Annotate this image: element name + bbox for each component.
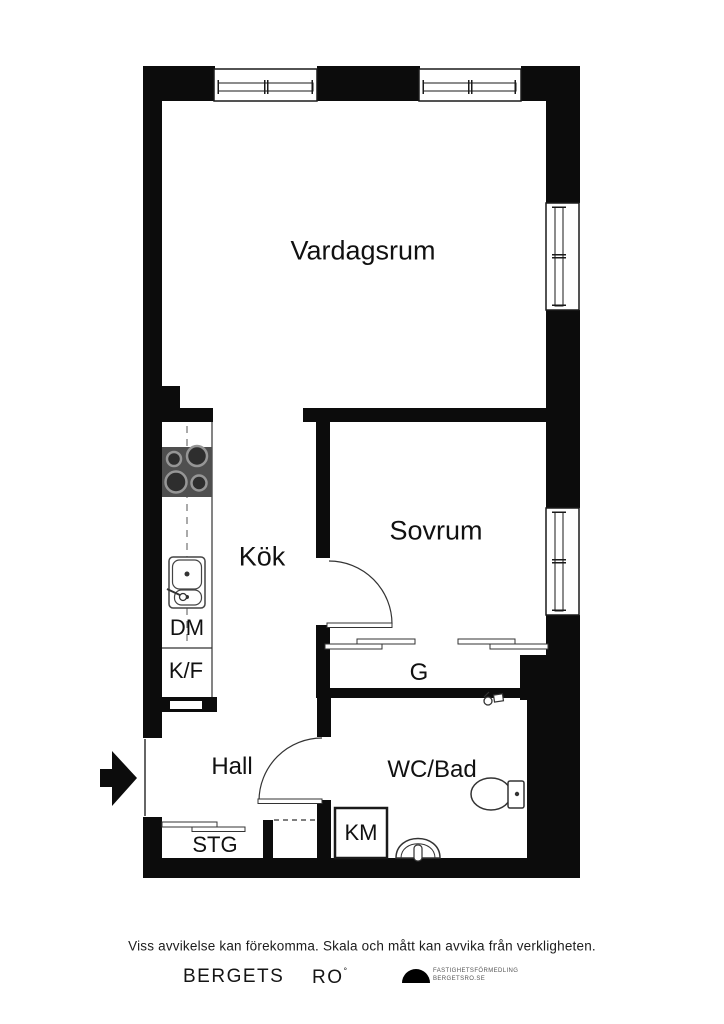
- wardrobe-door: [489, 643, 549, 650]
- label-dishwasher: DM: [169, 615, 205, 640]
- wall-segment: [521, 66, 580, 101]
- washing-machine-box: [333, 806, 389, 860]
- wardrobe-door: [324, 643, 383, 650]
- kitchen-counter: [162, 422, 213, 697]
- brand-logo-dome-icon: [402, 969, 430, 983]
- room-label-living-room: Vardagsrum: [290, 235, 436, 266]
- label-fridge-freezer: K/F: [168, 658, 204, 683]
- wall-segment: [317, 66, 420, 101]
- wall-segment: [143, 858, 580, 878]
- room-label-bathroom: WC/Bad: [387, 756, 477, 783]
- bedroom-door: [326, 560, 393, 628]
- wardrobe-doors: [161, 638, 549, 832]
- wall-segment: [316, 408, 330, 558]
- brand-word-bergets: BERGETS: [183, 966, 285, 987]
- window-bedroom-right: [545, 507, 580, 616]
- label-storage: STG: [192, 832, 238, 857]
- label-washing-machine: KM: [344, 820, 378, 845]
- wardrobe-door: [457, 638, 516, 645]
- wall-segment: [546, 310, 580, 508]
- agency-line-1: FASTIGHETSFÖRMEDLING: [433, 968, 519, 974]
- room-label-kitchen: Kök: [238, 541, 286, 572]
- window-top-left: [213, 68, 318, 102]
- toilet-icon: [470, 777, 525, 811]
- wall-segment: [546, 101, 580, 203]
- agency-text: FASTIGHETSFÖRMEDLING BERGETSRO.SE: [433, 967, 518, 983]
- brand-mark: °: [343, 966, 348, 976]
- wall-segment: [316, 688, 522, 698]
- disclaimer-text: Viss avvikelse kan förekomma. Skala och …: [128, 938, 596, 954]
- brand-word-ro-text: RO: [312, 967, 344, 988]
- stove-icon: [162, 444, 212, 497]
- agency-line-2: BERGETSRO.SE: [433, 976, 486, 982]
- room-label-wardrobe: G: [409, 659, 429, 686]
- room-label-hall: Hall: [211, 753, 253, 780]
- entrance-arrow-icon: [100, 751, 137, 806]
- brand-word-ro: RO°: [312, 966, 347, 989]
- wall-segment: [520, 655, 580, 700]
- storage-door: [161, 821, 218, 828]
- wall-segment: [143, 66, 162, 738]
- windows: [213, 68, 580, 616]
- window-top-right: [418, 68, 522, 102]
- doors: [144, 560, 393, 821]
- walls: [143, 66, 580, 878]
- window-livingroom-right: [545, 202, 580, 311]
- wall-segment: [263, 820, 273, 858]
- wall-segment: [527, 700, 580, 878]
- storage-door: [191, 826, 246, 832]
- wall-segment: [143, 408, 213, 422]
- wall-segment: [317, 800, 331, 858]
- washbasin-icon: [395, 837, 441, 862]
- room-label-bedroom: Sovrum: [389, 515, 483, 546]
- sink-icon: [166, 556, 206, 609]
- shower-mixer-icon: [483, 691, 505, 706]
- kitchen-end-inset: [170, 701, 202, 709]
- wall-segment: [317, 698, 331, 737]
- wall-segment: [316, 625, 330, 688]
- wardrobe-door: [356, 638, 416, 645]
- wall-segment: [546, 615, 580, 655]
- bathroom-fixtures: [333, 691, 525, 862]
- bathroom-door: [257, 737, 323, 804]
- wall-segment: [303, 408, 546, 422]
